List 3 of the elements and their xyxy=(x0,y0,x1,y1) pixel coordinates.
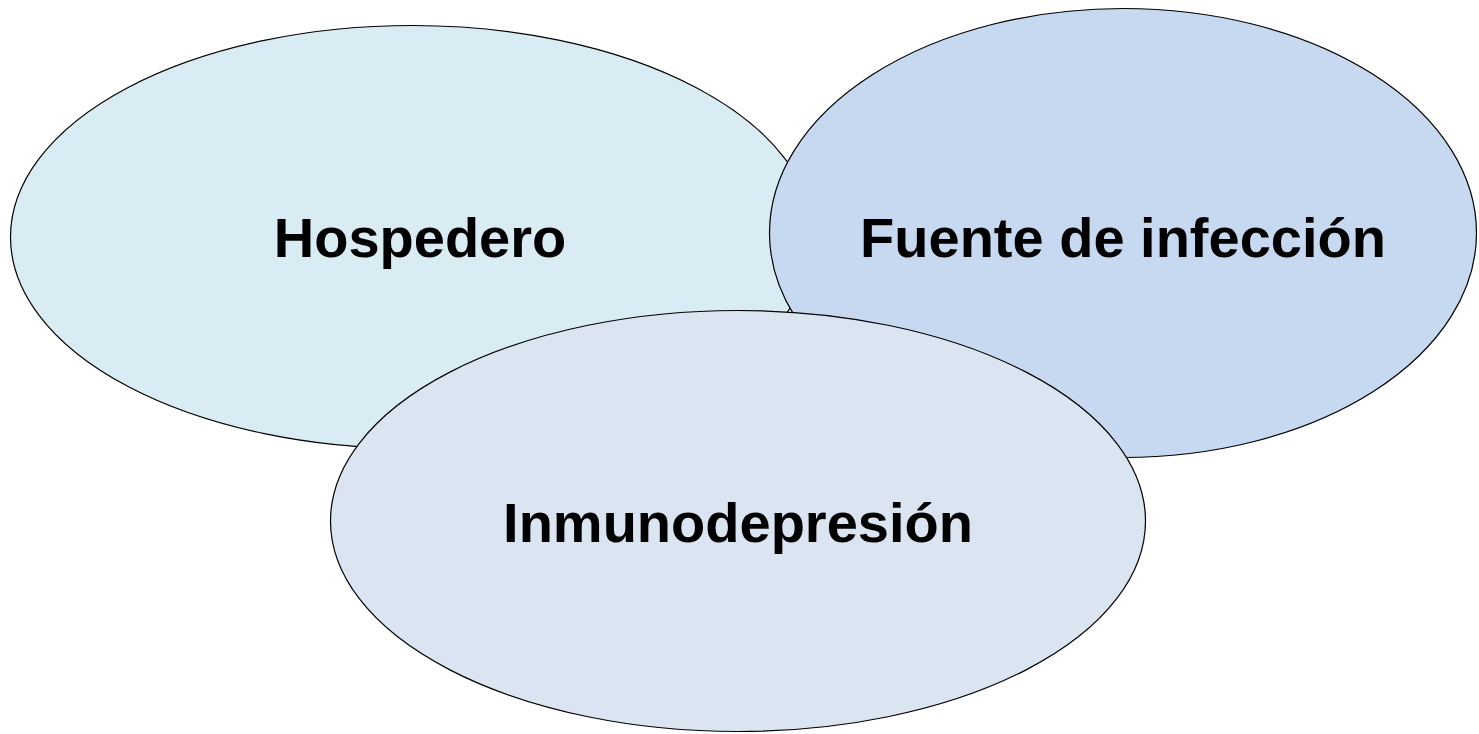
ellipse-label: Hospedero xyxy=(273,204,567,270)
ellipse-label: Inmunodepresión xyxy=(503,489,973,555)
ellipse-label: Fuente de infección xyxy=(860,204,1386,270)
